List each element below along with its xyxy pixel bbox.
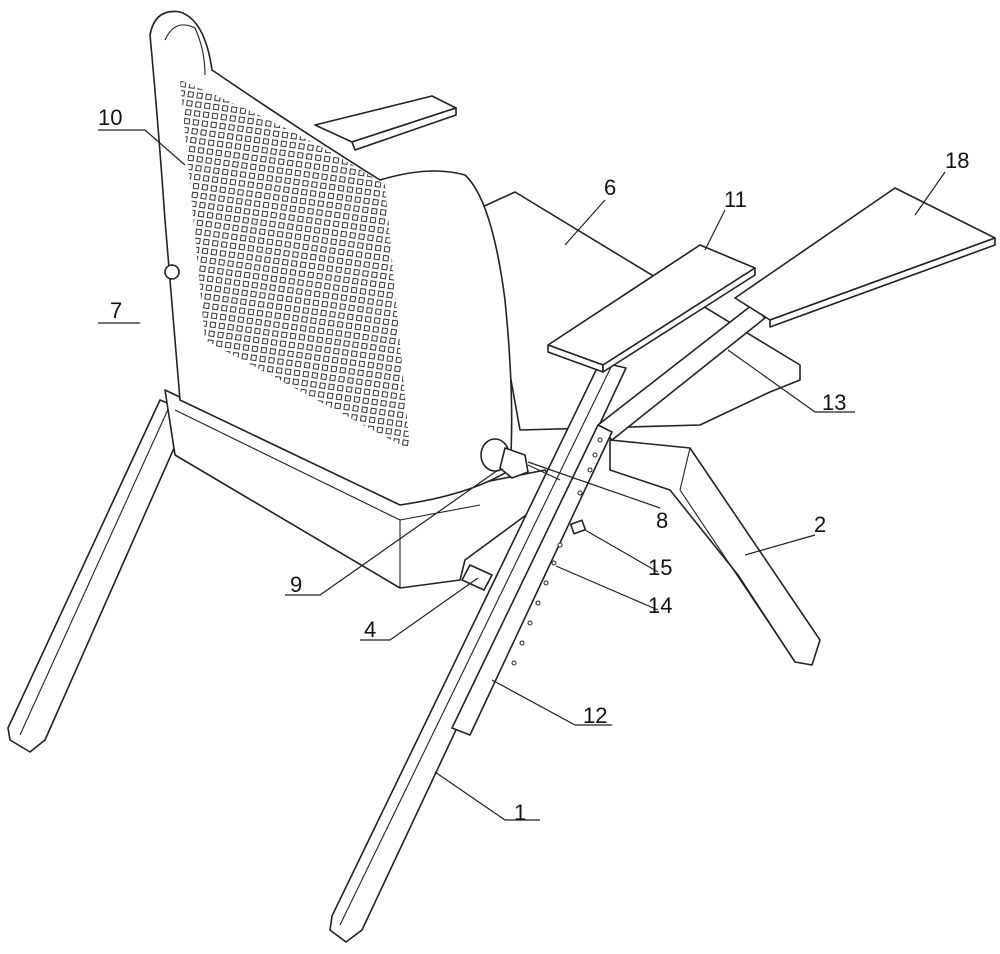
label-8: 8 (656, 508, 668, 533)
back-leg-left (7, 399, 191, 753)
pin-15 (569, 519, 587, 535)
leg-2 (609, 439, 821, 666)
label-18: 18 (945, 148, 969, 173)
side-knob (164, 264, 180, 280)
label-1: 1 (514, 800, 526, 825)
label-2: 2 (814, 512, 826, 537)
label-7: 7 (110, 298, 122, 323)
knob-9 (480, 438, 561, 481)
label-14: 14 (648, 593, 672, 618)
adjust-bar-12 (451, 424, 613, 736)
label-10: 10 (98, 105, 122, 130)
label-9: 9 (290, 572, 302, 597)
leader-lines (98, 129, 946, 821)
adjust-holes-14 (511, 437, 603, 666)
leg-1 (329, 361, 627, 943)
label-4: 4 (364, 617, 376, 642)
label-13: 13 (822, 390, 846, 415)
label-6: 6 (604, 175, 616, 200)
label-11: 11 (724, 187, 747, 212)
label-15: 15 (648, 555, 672, 580)
label-12: 12 (583, 703, 607, 728)
